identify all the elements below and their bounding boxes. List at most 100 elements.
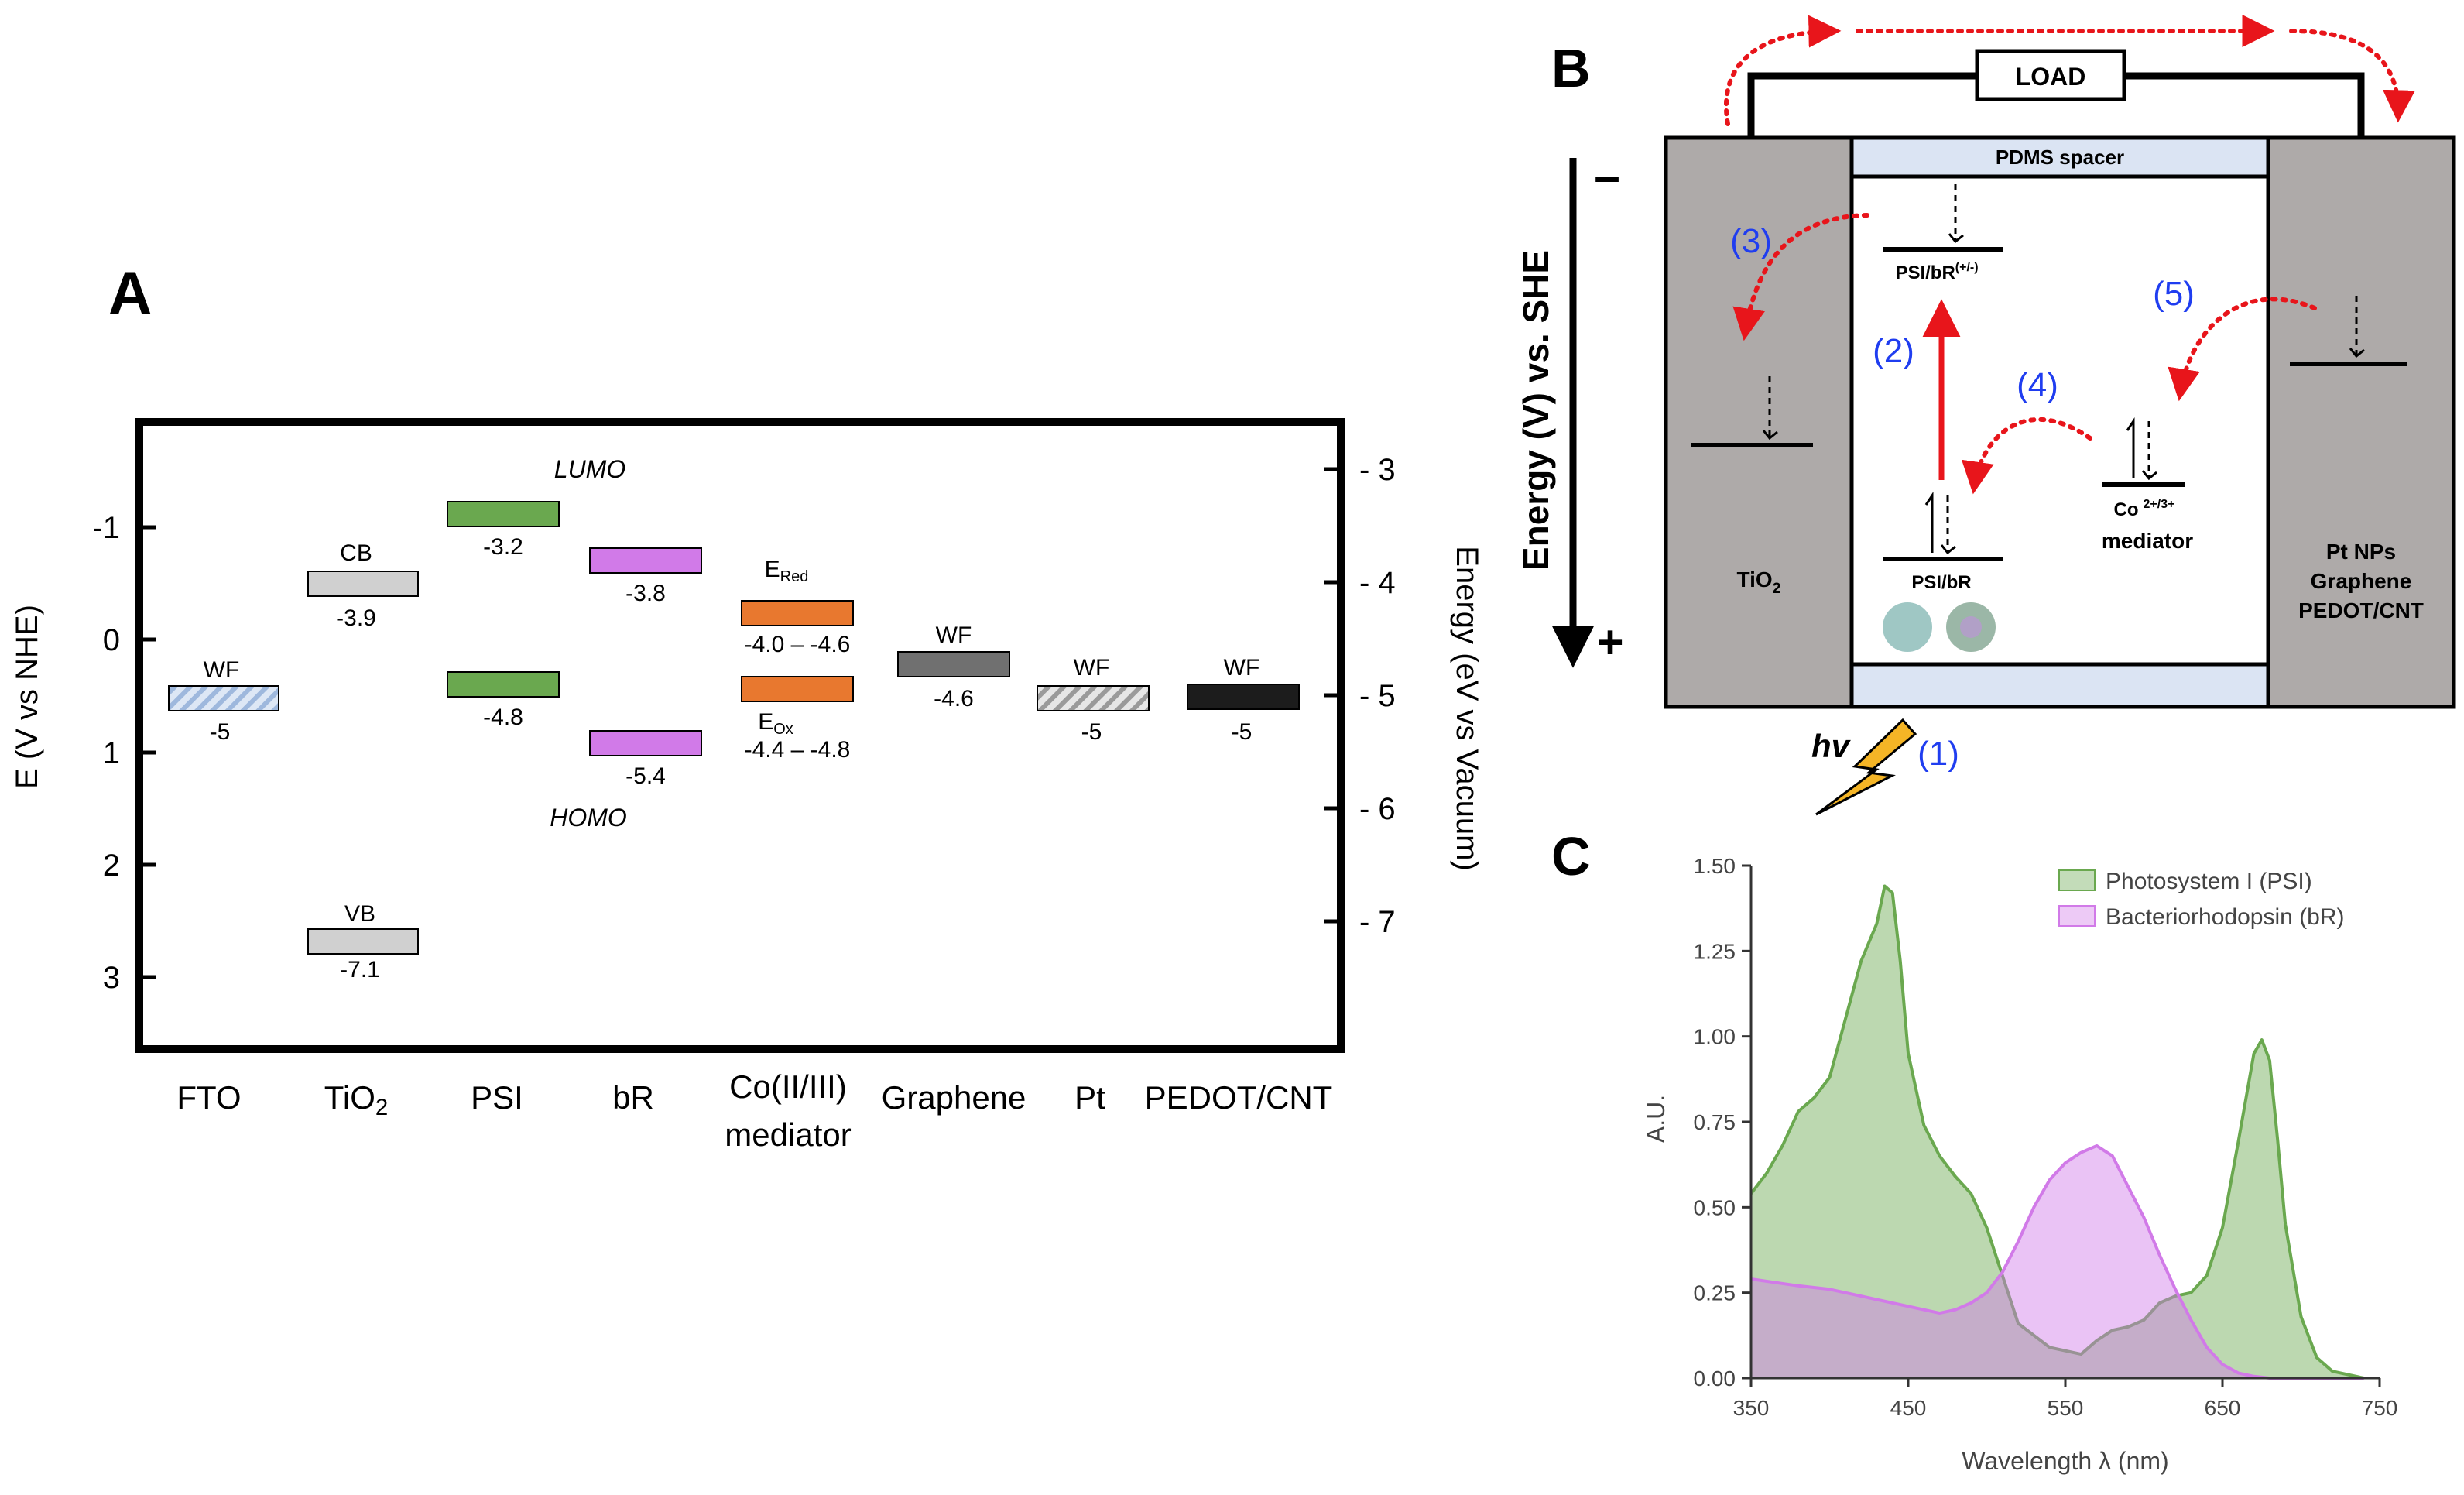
electron-flow-arrow — [1723, 15, 1842, 126]
x-tick-label: 750 — [2362, 1396, 2398, 1420]
left-tick-label: 0 — [103, 623, 120, 657]
right-tick-label: - 4 — [1359, 566, 1396, 600]
co-label-text: Co — [2114, 499, 2139, 520]
psi-protein-image — [1883, 602, 1932, 652]
tio2-spin-down-head — [1762, 430, 1778, 441]
step4-arrow — [1961, 417, 2092, 495]
pedot-top-label: WF — [1224, 655, 1260, 681]
load-label: LOAD — [2016, 63, 2086, 91]
left-tick-label: 3 — [103, 961, 120, 995]
graphene-workfunction-bar — [897, 651, 1010, 677]
ground-spin-up-head — [1924, 492, 1934, 506]
chart-ylabel: A.U. — [1642, 1095, 1670, 1143]
x-tick-label: 450 — [1890, 1396, 1927, 1420]
y-tick-label: 0.50 — [1694, 1195, 1736, 1219]
circuit-wire-right — [2124, 72, 2365, 138]
psi-homo-value: -4.8 — [483, 705, 523, 730]
legend-label-br: Bacteriorhodopsin (bR) — [2106, 904, 2344, 930]
category-label-mediator: mediator — [725, 1116, 851, 1153]
right-axis — [1324, 467, 1341, 924]
co-ox-bar — [741, 676, 854, 702]
counter-spin-down-head — [2349, 348, 2365, 358]
tio2-vb-value: -7.1 — [340, 957, 380, 982]
right-tick-label: - 5 — [1359, 679, 1396, 713]
panel-c-letter: C — [1551, 826, 1591, 886]
tio2-cb-bar — [307, 571, 419, 597]
co-label: Co 2+/3+ — [2114, 498, 2175, 520]
right-tick-label: - 3 — [1359, 453, 1396, 487]
left-axis-label: E (V vs NHE) — [10, 605, 44, 789]
right-axis-label: Energy (eV vs Vacuum) — [1450, 546, 1484, 870]
psi-lumo-bar — [447, 501, 560, 527]
br-lumo-value: -3.8 — [625, 581, 666, 606]
tio2-cb-value: -3.9 — [336, 605, 376, 631]
series-line-0 — [1749, 884, 2365, 1380]
y-tick-label: 1.50 — [1694, 854, 1736, 878]
tio2-vb-bar — [307, 928, 419, 955]
category-label-pedot: PEDOT/CNT — [1145, 1079, 1333, 1116]
left-tick-label: 2 — [103, 849, 120, 883]
pedot-workfunction-bar — [1187, 684, 1300, 710]
psi-br-ground-label: PSI/bR — [1911, 572, 1971, 593]
psi-br-excited-text: PSI/bR — [1895, 262, 1955, 283]
panel-a: A -1 0 1 2 3 E (V vs NHE) - 3 - 4 - 5 - … — [10, 259, 1484, 1153]
category-label-fto: FTO — [176, 1079, 241, 1116]
counter-label-pedot: PEDOT/CNT — [2298, 598, 2424, 622]
psi-br-excited-label: PSI/bR(+/-) — [1895, 261, 1978, 283]
y-tick-label: 1.25 — [1694, 939, 1736, 963]
pdms-spacer-label: PDMS spacer — [1996, 146, 2124, 169]
co-red-value: -4.0 – -4.6 — [745, 632, 851, 657]
co-red-e: E — [765, 557, 780, 582]
co-ox-label: EOx — [758, 709, 793, 738]
y-tick-label: 0.75 — [1694, 1110, 1736, 1134]
counter-label-pt: Pt NPs — [2326, 540, 2396, 564]
panel-b-letter: B — [1551, 38, 1591, 98]
right-tick-label: - 6 — [1359, 792, 1396, 826]
br-homo-value: -5.4 — [625, 763, 666, 789]
panel-a-letter: A — [108, 259, 152, 327]
pdms-spacer-top — [1849, 135, 2270, 179]
energy-minus: – — [1594, 150, 1619, 202]
load-box — [1975, 49, 2126, 101]
br-homo-bar — [589, 730, 702, 756]
co-red-bar — [741, 600, 854, 626]
left-axis — [139, 525, 156, 979]
category-label-tio2: TiO2 — [324, 1079, 388, 1120]
counter-electrode — [2266, 135, 2456, 709]
pt-top-label: WF — [1074, 655, 1110, 681]
x-tick-label: 650 — [2205, 1396, 2241, 1420]
legend-label-psi: Photosystem I (PSI) — [2106, 869, 2312, 894]
psi-homo-bar — [447, 671, 560, 698]
co-mediator-label: mediator — [2102, 529, 2193, 553]
co-ox-value: -4.4 – -4.8 — [745, 737, 851, 763]
psi-lumo-value: -3.2 — [483, 534, 523, 560]
lumo-label: LUMO — [554, 455, 625, 483]
energy-axis-label: Energy (V) vs. SHE — [1516, 250, 1556, 571]
pedot-value: -5 — [1232, 719, 1253, 745]
left-tick-label: -1 — [92, 511, 120, 545]
series-area-1 — [1751, 1145, 2364, 1378]
ground-spin-down-head — [1940, 544, 1956, 555]
step-4-label: (4) — [2017, 366, 2058, 404]
step3-arrow — [1732, 213, 1869, 341]
co-label-sup: 2+/3+ — [2144, 498, 2175, 511]
psi-br-excited-sup: (+/-) — [1955, 261, 1979, 274]
tio2-electrode — [1664, 135, 1854, 709]
step-3-label: (3) — [1730, 222, 1772, 260]
panel-b: B LOAD PDMS spacer Energy (V) vs. SHE – … — [1516, 15, 2456, 816]
tio2-vb-top-label: VB — [344, 901, 375, 927]
step-5-label: (5) — [2153, 275, 2195, 313]
step-1-label: (1) — [1917, 735, 1959, 773]
graphene-top-label: WF — [936, 622, 972, 648]
y-tick-label: 0.00 — [1694, 1366, 1736, 1390]
co-red-label: ERed — [765, 557, 809, 585]
right-tick-label: - 7 — [1359, 905, 1396, 939]
pt-workfunction-bar — [1037, 685, 1150, 711]
br-protein-image-core — [1960, 616, 1982, 638]
y-tick-label: 1.00 — [1694, 1025, 1736, 1049]
x-tick-label: 550 — [2048, 1396, 2084, 1420]
category-label-br: bR — [612, 1079, 654, 1116]
panel-a-frame — [135, 418, 1345, 1053]
co-ox-e: E — [758, 709, 773, 735]
